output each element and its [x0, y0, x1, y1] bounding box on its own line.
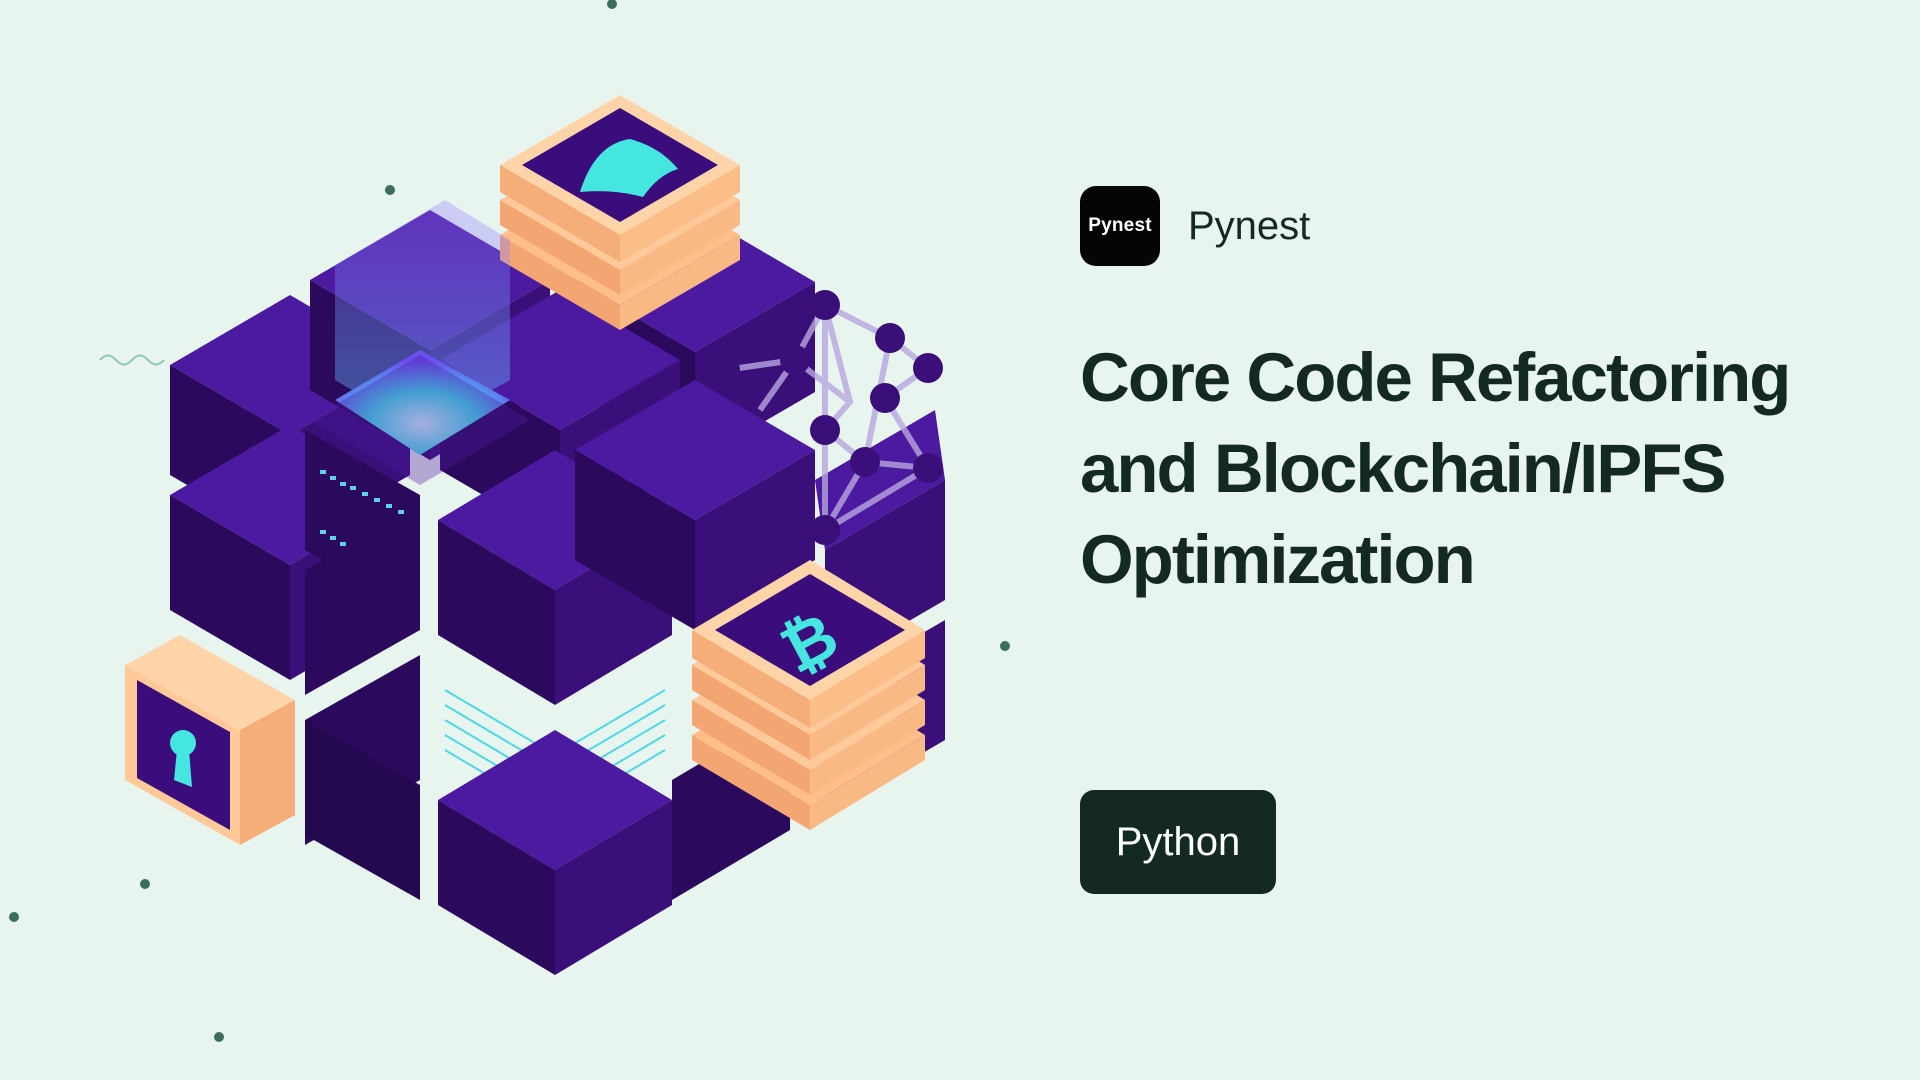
brand-logo: Pynest: [1080, 186, 1160, 266]
cube-block: [438, 730, 672, 975]
bitcoin-stack: ₿: [692, 560, 925, 830]
shield-tile: [500, 95, 740, 330]
decorative-dots: [9, 0, 1010, 1042]
python-tag-button[interactable]: Python: [1080, 790, 1276, 894]
glow-cube: [310, 200, 530, 485]
network-graph-icon: [710, 290, 943, 545]
keyhole-block: [125, 635, 295, 845]
cube-block: [305, 655, 420, 900]
cube-block: [575, 380, 815, 630]
brand: Pynest Pynest: [1080, 186, 1310, 266]
cube-block: [305, 505, 420, 695]
page-title: Core Code Refactoring and Blockchain/IPF…: [1080, 339, 1791, 598]
brand-name: Pynest: [1188, 203, 1311, 248]
decorative-squiggle: [99, 354, 165, 366]
keyhole-icon: [170, 730, 196, 787]
shield-icon: [580, 139, 678, 197]
